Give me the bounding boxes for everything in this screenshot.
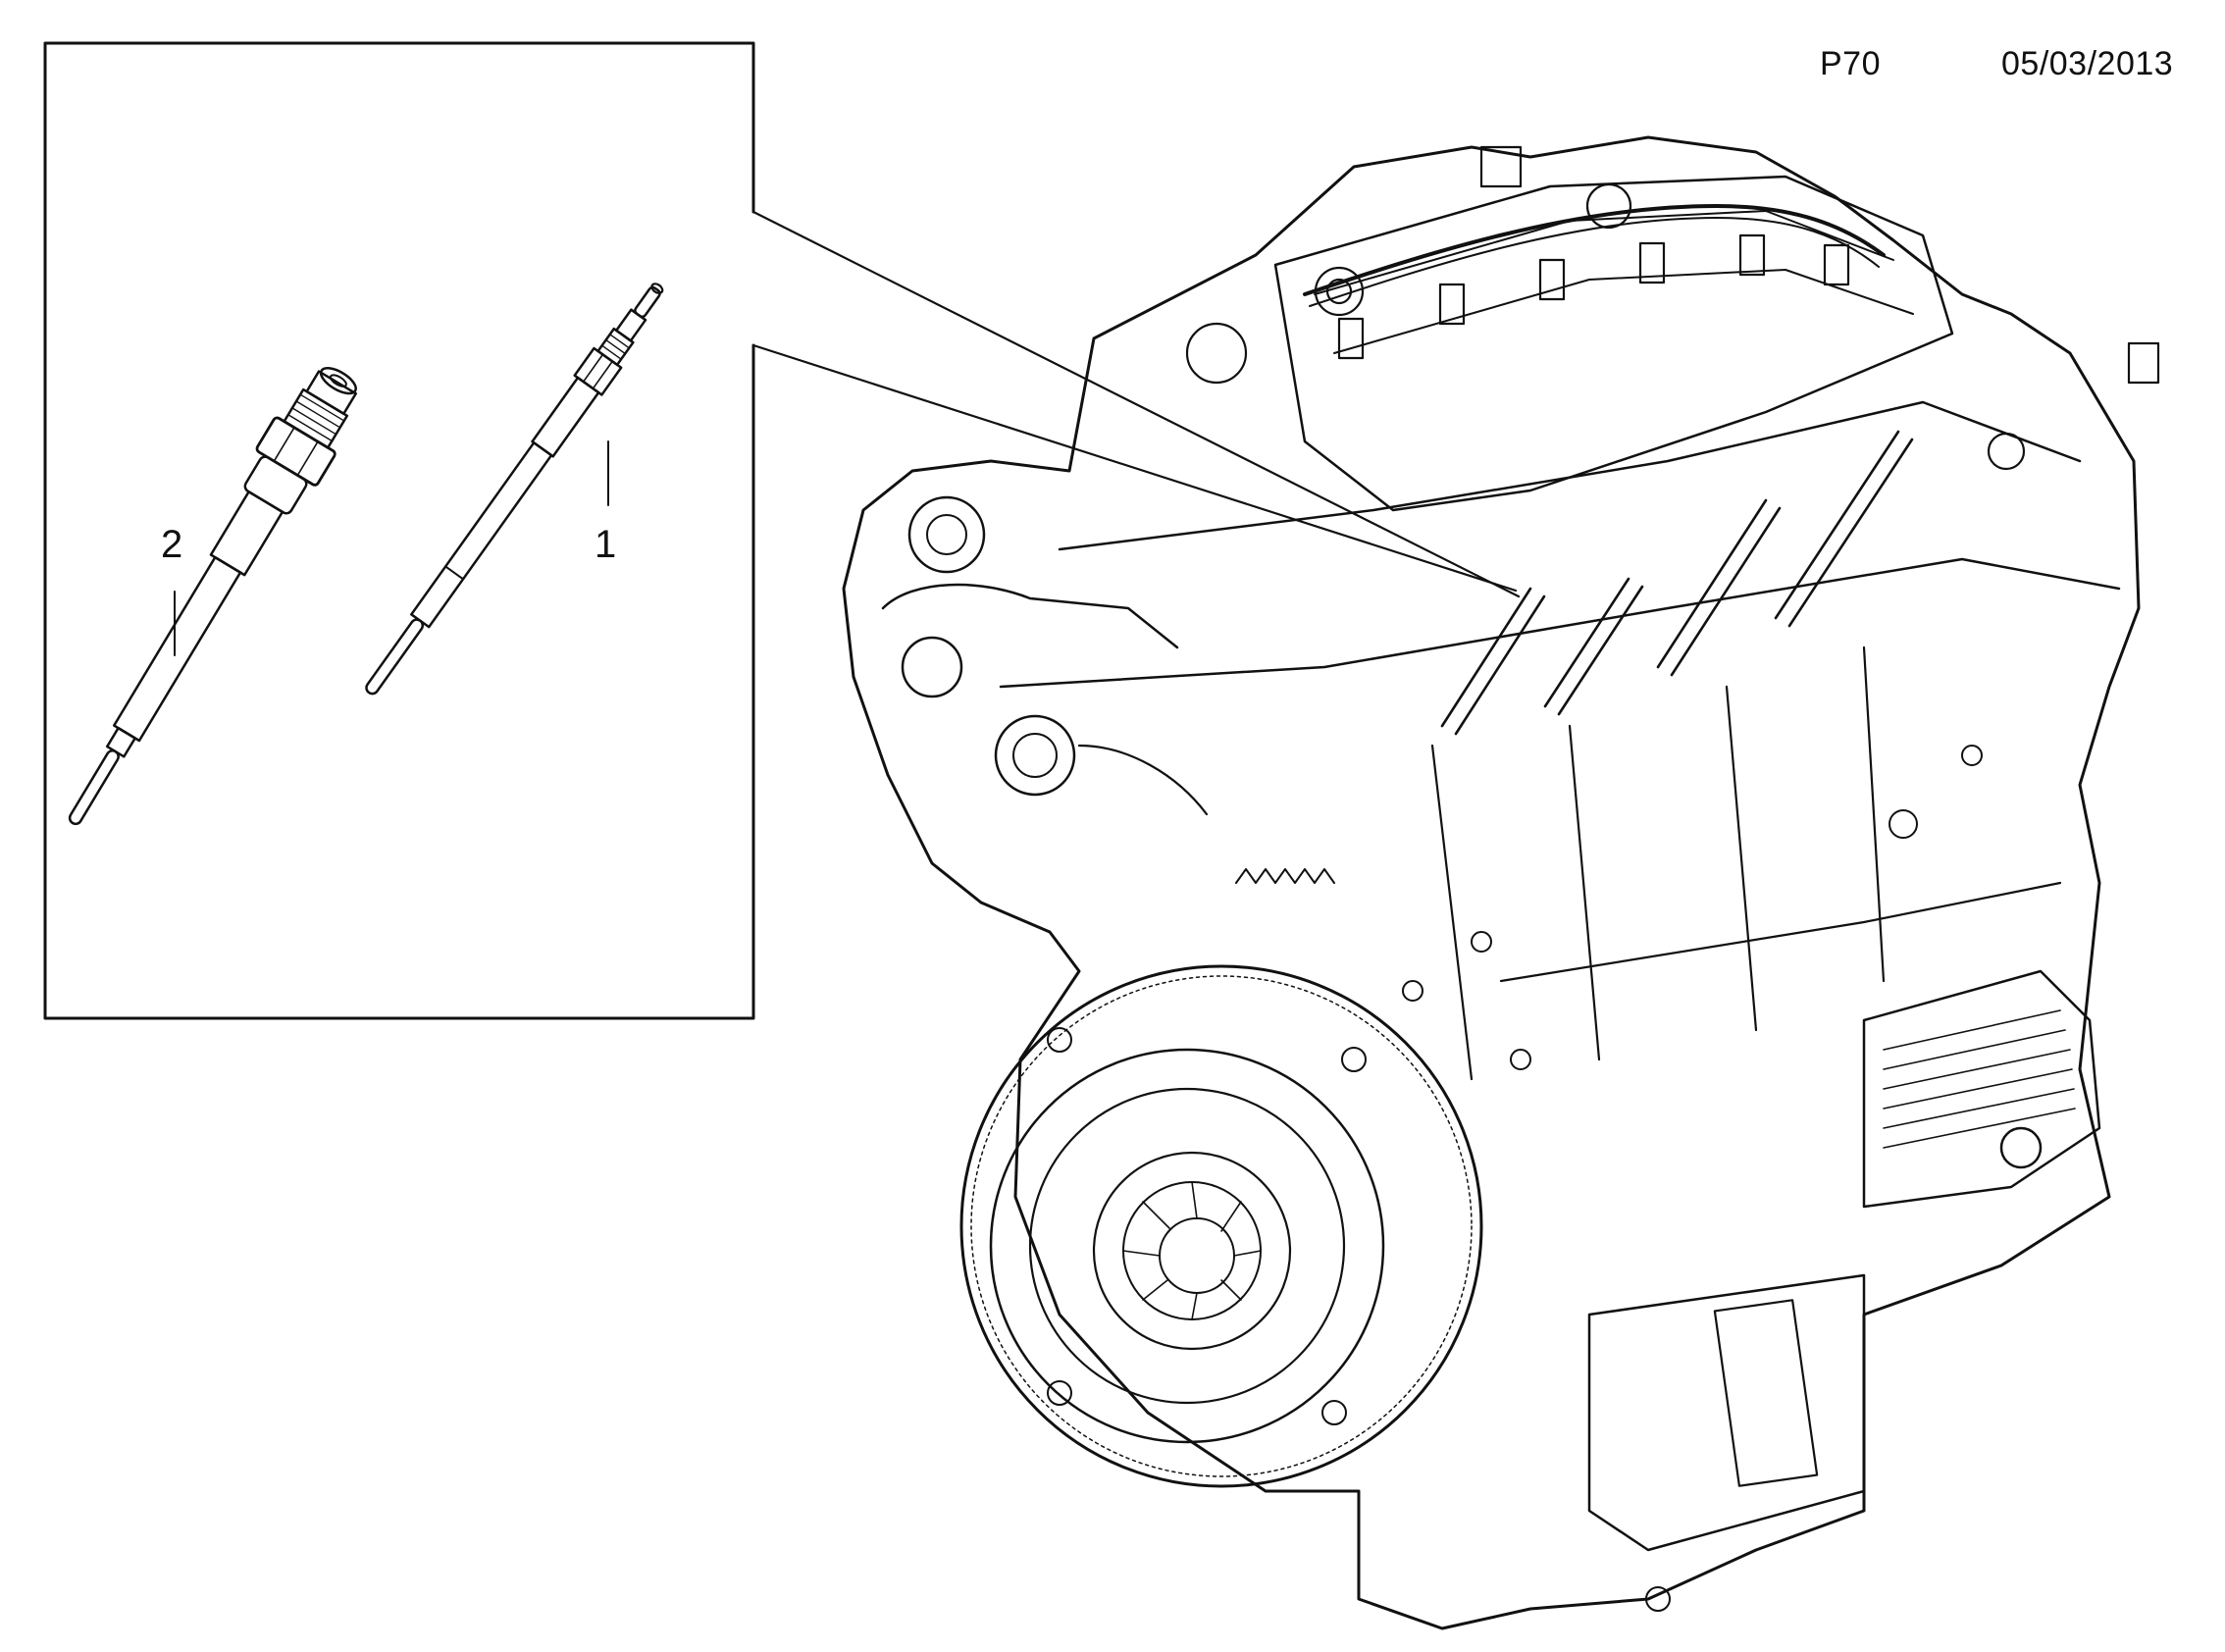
engine-icon	[842, 135, 2160, 1630]
callout-1-label: 1	[595, 523, 616, 566]
detail-inset	[43, 41, 1521, 1020]
glow-plug-1-icon	[365, 283, 664, 696]
callout-2-label: 2	[161, 523, 182, 566]
callout-1: 1	[595, 440, 616, 566]
glow-plug-2-icon	[68, 367, 357, 826]
callout-2: 2	[161, 523, 182, 656]
leader-line-upper	[751, 210, 1521, 598]
page-date: 05/03/2013	[2001, 45, 2174, 82]
page-code: P70	[1820, 45, 1881, 82]
leader-line-lower	[751, 343, 1518, 593]
